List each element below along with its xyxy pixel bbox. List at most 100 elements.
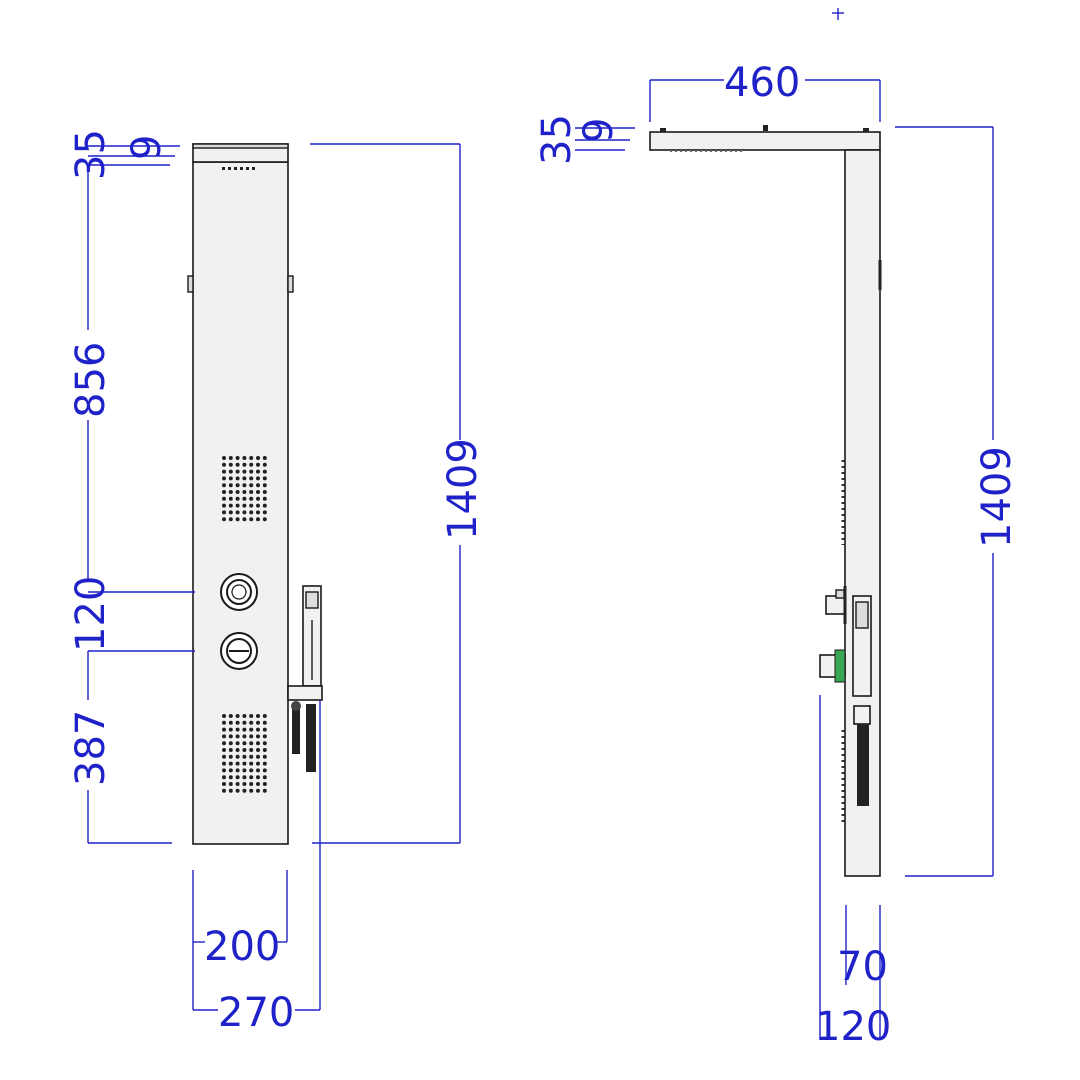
- jet-nozzle: [222, 496, 226, 501]
- diverter-knob: [220, 632, 258, 670]
- front-bracket-left: [187, 275, 194, 293]
- jet-nozzle: [235, 754, 240, 759]
- jet-nozzle: [222, 456, 226, 460]
- side-dim-70: 70: [837, 944, 888, 990]
- jet-nozzle: [235, 741, 240, 746]
- jet-nozzle: [249, 720, 254, 725]
- jet-nozzle: [222, 483, 226, 488]
- jet-nozzle: [228, 462, 233, 467]
- side-shower-arm: [649, 131, 881, 151]
- front-top-vents: [222, 167, 255, 170]
- jet-nozzle: [228, 714, 233, 718]
- jet-nozzle: [242, 483, 247, 488]
- jet-nozzle: [262, 456, 267, 460]
- jet-nozzle: [228, 775, 233, 780]
- jet-nozzle: [228, 510, 233, 515]
- jet-nozzle: [222, 734, 226, 739]
- jet-nozzle: [242, 476, 247, 481]
- jet-nozzle: [256, 761, 260, 766]
- jet-nozzle: [256, 768, 260, 773]
- jet-nozzle: [228, 503, 233, 508]
- jet-nozzle: [249, 734, 254, 739]
- jet-nozzle: [242, 714, 247, 718]
- jet-nozzle: [242, 761, 247, 766]
- side-dim-top-9: 9: [576, 118, 622, 143]
- jet-nozzle: [262, 788, 267, 793]
- jet-nozzle: [262, 517, 267, 522]
- front-dim-120: 120: [68, 576, 114, 652]
- jet-nozzle: [228, 748, 233, 752]
- jet-nozzle: [256, 517, 260, 522]
- jet-nozzle: [242, 517, 247, 522]
- jet-nozzle: [228, 761, 233, 766]
- jet-nozzle: [222, 469, 226, 474]
- jet-nozzle: [235, 496, 240, 501]
- side-view: 460 35 9 1409 70 120: [534, 60, 1020, 1050]
- jet-nozzle: [256, 734, 260, 739]
- jet-nozzle: [242, 727, 247, 732]
- jet-nozzle: [235, 490, 240, 494]
- jet-nozzle: [222, 768, 226, 773]
- jet-nozzle: [249, 768, 254, 773]
- jet-nozzle: [235, 476, 240, 481]
- front-dim-top-35: 35: [68, 129, 114, 180]
- jet-nozzle: [256, 490, 260, 494]
- jet-nozzle: [262, 768, 267, 773]
- jet-nozzle: [262, 720, 267, 725]
- jet-nozzle: [222, 720, 226, 725]
- jet-nozzle: [242, 741, 247, 746]
- jet-nozzle: [228, 741, 233, 746]
- jet-nozzle: [235, 462, 240, 467]
- jet-nozzle: [256, 775, 260, 780]
- jet-nozzle: [262, 727, 267, 732]
- jet-nozzle: [235, 720, 240, 725]
- jet-nozzle: [249, 462, 254, 467]
- jet-nozzle: [228, 490, 233, 494]
- jet-nozzle: [249, 456, 254, 460]
- jet-nozzle: [235, 782, 240, 786]
- jet-nozzle: [242, 503, 247, 508]
- hose-coil-right: [306, 704, 316, 772]
- side-dim-460: 460: [724, 60, 800, 106]
- jet-nozzle: [228, 476, 233, 481]
- jet-nozzle: [228, 727, 233, 732]
- jet-nozzle: [222, 727, 226, 732]
- jet-nozzle: [242, 754, 247, 759]
- jet-nozzle: [262, 754, 267, 759]
- jet-nozzle: [262, 476, 267, 481]
- jet-nozzle: [235, 456, 240, 460]
- jet-nozzle: [235, 727, 240, 732]
- jet-nozzle: [256, 476, 260, 481]
- jet-nozzle: [256, 496, 260, 501]
- jet-nozzle: [256, 462, 260, 467]
- jet-nozzle: [262, 714, 267, 718]
- jet-nozzle: [256, 788, 260, 793]
- jet-nozzle: [249, 469, 254, 474]
- jet-nozzle: [256, 727, 260, 732]
- jet-nozzle: [262, 734, 267, 739]
- jet-nozzle: [235, 510, 240, 515]
- jet-nozzle: [235, 748, 240, 752]
- jet-nozzle: [235, 761, 240, 766]
- jet-nozzle: [262, 496, 267, 501]
- jet-nozzle: [262, 775, 267, 780]
- jet-nozzle: [256, 720, 260, 725]
- jet-nozzle: [242, 720, 247, 725]
- jet-nozzle: [228, 496, 233, 501]
- jet-nozzle: [222, 761, 226, 766]
- jet-nozzle: [249, 503, 254, 508]
- jet-nozzle: [222, 788, 226, 793]
- jet-nozzle: [235, 768, 240, 773]
- front-view: 35 9 856 120 387 1409 200: [68, 129, 486, 1036]
- side-thermostat-knob: [825, 586, 847, 624]
- jet-nozzle: [262, 503, 267, 508]
- jet-nozzle: [256, 748, 260, 752]
- side-dim-1409: 1409: [974, 446, 1020, 548]
- jet-nozzle: [256, 456, 260, 460]
- jet-nozzle: [249, 483, 254, 488]
- jet-nozzle: [228, 720, 233, 725]
- front-dim-top-9: 9: [124, 135, 170, 160]
- jet-nozzle: [222, 741, 226, 746]
- jet-nozzle: [262, 748, 267, 752]
- jet-nozzle: [249, 754, 254, 759]
